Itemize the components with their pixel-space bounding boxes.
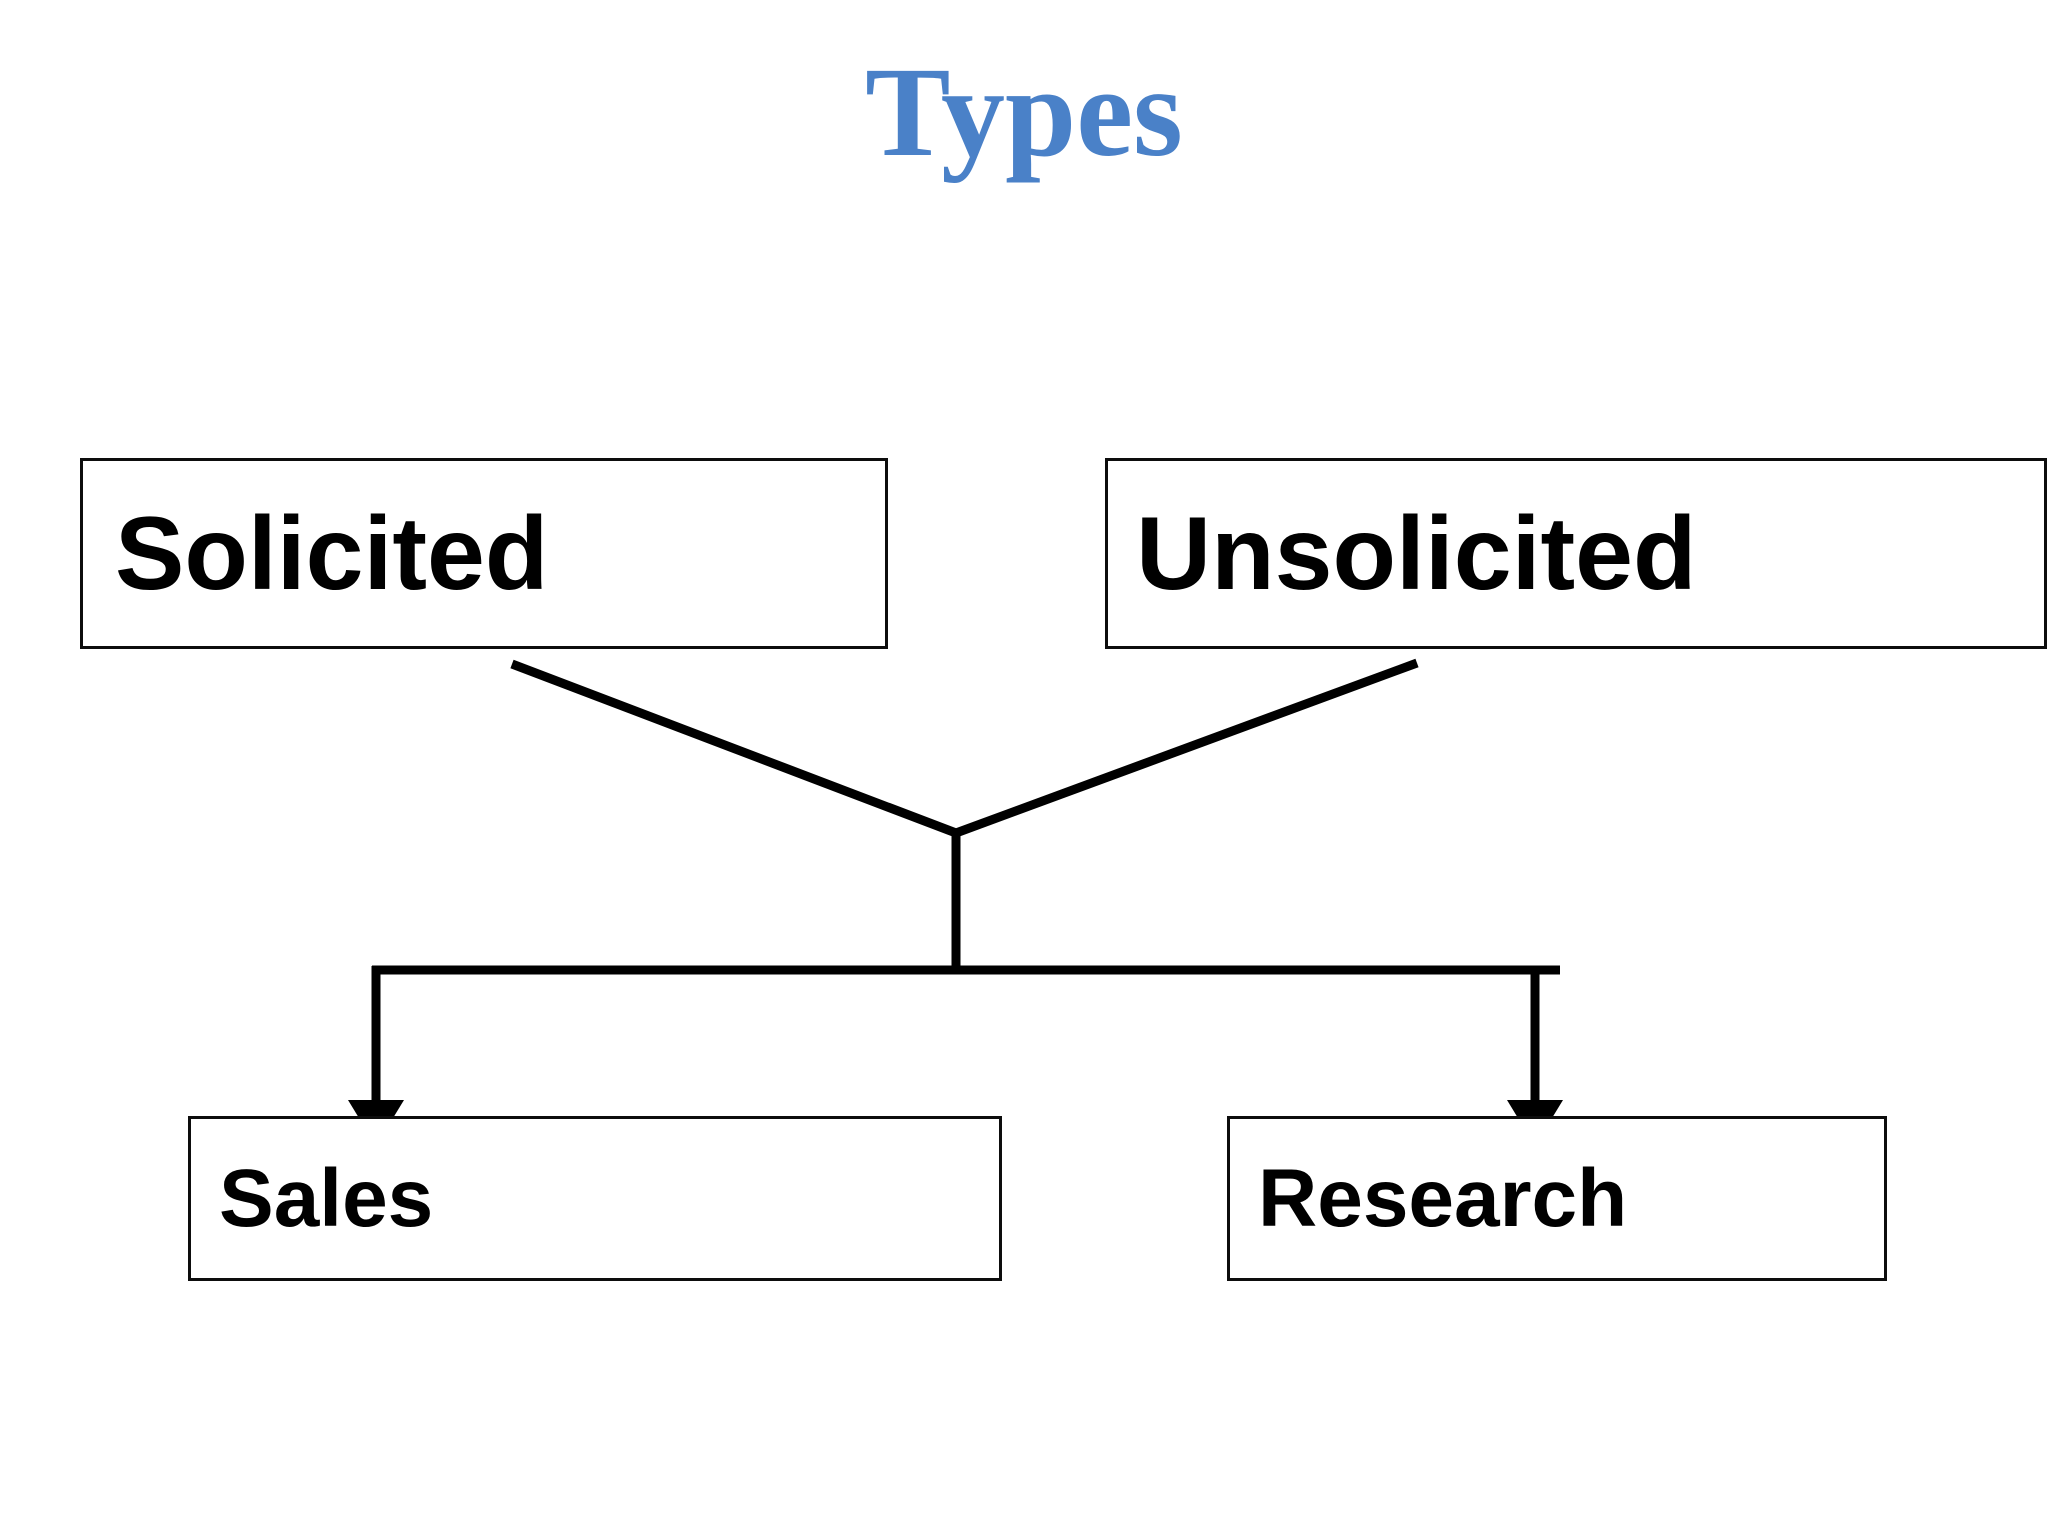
node-solicited-label: Solicited — [115, 495, 549, 612]
edge-unsolicited-to-junction — [954, 658, 1419, 838]
node-research-label: Research — [1258, 1152, 1628, 1244]
node-solicited[interactable]: Solicited — [80, 458, 888, 649]
node-research[interactable]: Research — [1227, 1116, 1887, 1281]
node-sales[interactable]: Sales — [188, 1116, 1002, 1281]
node-sales-label: Sales — [219, 1152, 434, 1244]
node-unsolicited[interactable]: Unsolicited — [1105, 458, 2047, 649]
node-unsolicited-label: Unsolicited — [1136, 495, 1697, 612]
page-title: Types — [865, 41, 1183, 183]
edge-solicited-to-junction — [510, 659, 958, 838]
